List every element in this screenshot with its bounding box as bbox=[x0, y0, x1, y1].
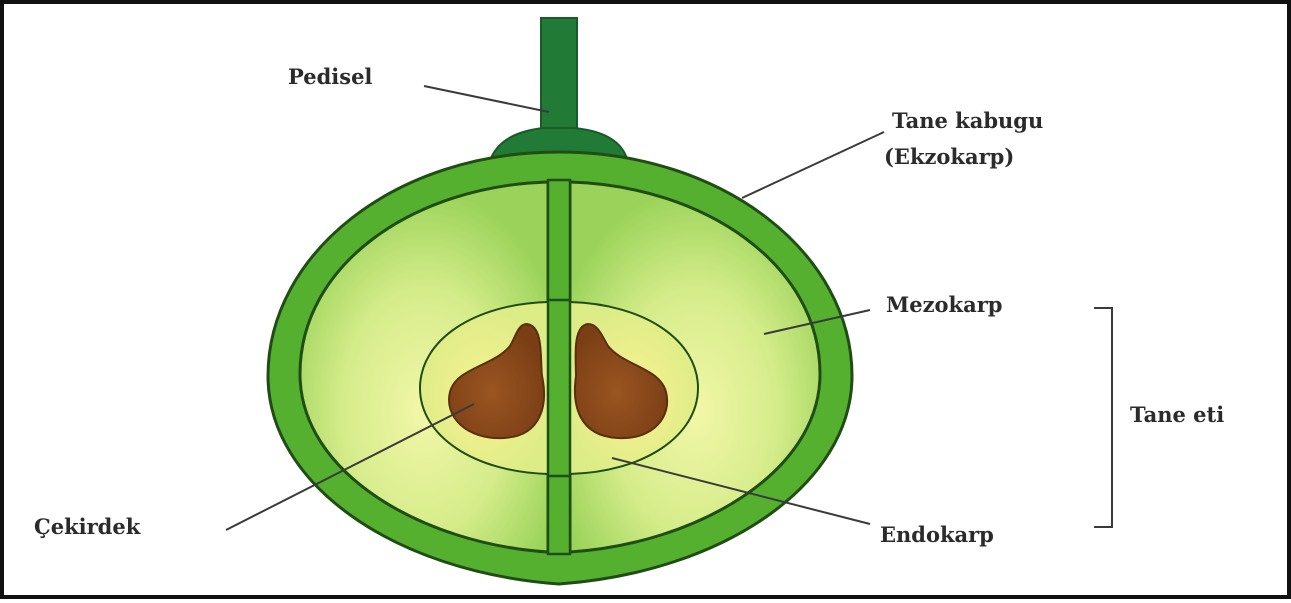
label-seed: Çekirdek bbox=[34, 514, 141, 539]
flesh-bracket bbox=[1094, 308, 1112, 527]
label-mesocarp: Mezokarp bbox=[886, 292, 1002, 317]
pedicel-stalk bbox=[541, 18, 577, 140]
label-exocarp-line2: (Ekzokarp) bbox=[884, 144, 1014, 169]
leader-pedicel bbox=[424, 86, 549, 112]
label-exocarp-line1: Tane kabugu bbox=[892, 108, 1043, 133]
label-flesh: Tane eti bbox=[1130, 402, 1224, 427]
septum-inner bbox=[548, 300, 570, 476]
label-endocarp: Endokarp bbox=[880, 522, 994, 547]
label-pedicel: Pedisel bbox=[288, 64, 372, 89]
grape-cross-section-diagram: Pedisel Tane kabugu (Ekzokarp) Mezokarp … bbox=[4, 4, 1291, 603]
pedicel bbox=[492, 18, 626, 172]
leader-exocarp bbox=[742, 132, 884, 198]
